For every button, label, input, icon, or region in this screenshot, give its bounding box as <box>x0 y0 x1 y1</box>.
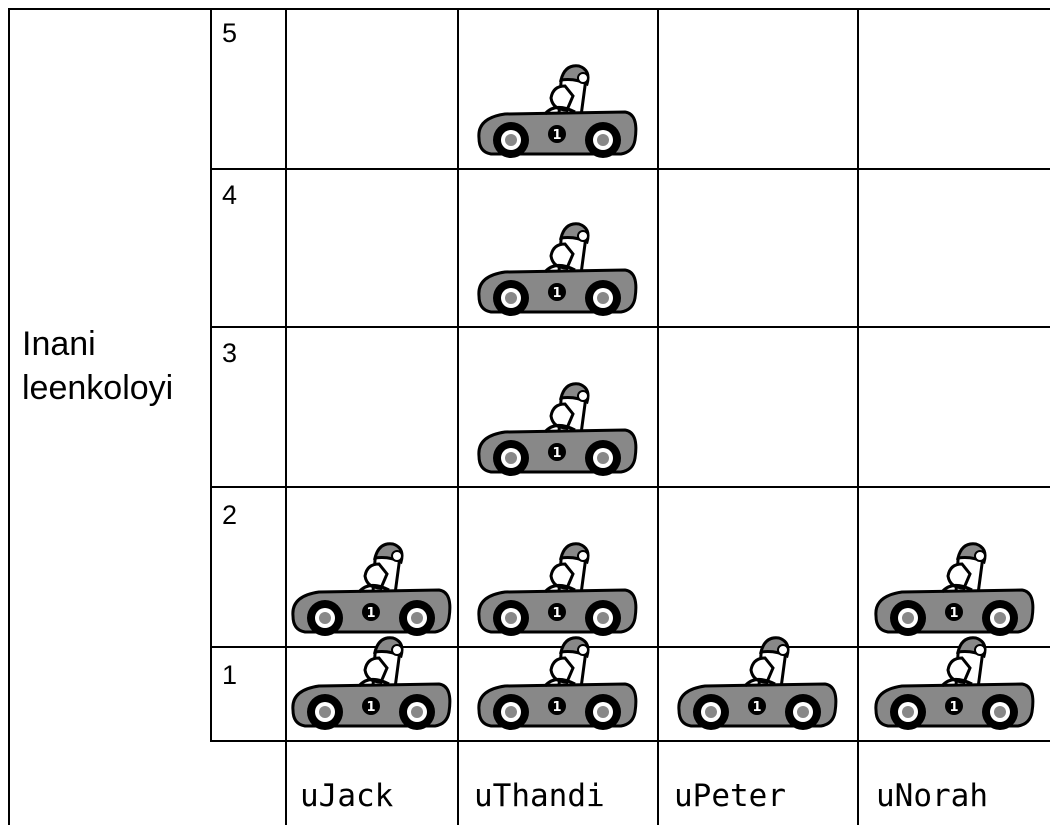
race-car-icon: 1 <box>291 542 452 636</box>
race-car-icon: 1 <box>291 636 452 730</box>
col-line-1 <box>285 8 287 825</box>
svg-text:1: 1 <box>949 700 958 715</box>
svg-text:1: 1 <box>949 606 958 621</box>
category-label-unorah: uNorah <box>876 778 988 814</box>
race-car-icon: 1 <box>477 222 638 316</box>
row-label-1: 1 <box>222 660 238 690</box>
frame-top-line <box>8 8 1050 10</box>
row-line-1 <box>210 168 1050 170</box>
category-label-uthandi: uThandi <box>474 778 605 814</box>
col-line-4 <box>857 8 859 825</box>
race-car-icon: 1 <box>477 64 638 158</box>
svg-text:1: 1 <box>752 700 761 715</box>
y-axis-label-line-1: Inani <box>22 325 96 363</box>
y-axis-label-line-2: leenkoloyi <box>22 369 174 407</box>
col-line-2 <box>457 8 459 825</box>
svg-text:1: 1 <box>552 700 561 715</box>
row-label-2: 2 <box>222 500 238 530</box>
svg-text:1: 1 <box>366 700 375 715</box>
svg-text:1: 1 <box>552 446 561 461</box>
svg-text:1: 1 <box>552 128 561 143</box>
race-car-icon: 1 <box>873 542 1034 636</box>
race-car-icon: 1 <box>873 636 1034 730</box>
race-car-icon: 1 <box>677 636 838 730</box>
svg-text:1: 1 <box>366 606 375 621</box>
race-car-icon: 1 <box>477 382 638 476</box>
svg-text:1: 1 <box>552 286 561 301</box>
category-label-upeter: uPeter <box>674 778 786 814</box>
row-line-4 <box>210 646 1050 648</box>
row-line-2 <box>210 326 1050 328</box>
category-label-ujack: uJack <box>300 778 394 814</box>
y-axis-label: Inani leenkoloyi <box>22 322 173 410</box>
row-line-3 <box>210 486 1050 488</box>
col-line-3 <box>657 8 659 825</box>
row-label-4: 4 <box>222 180 238 210</box>
svg-text:1: 1 <box>552 606 561 621</box>
grid-left-line <box>210 8 212 740</box>
row-label-3: 3 <box>222 338 238 368</box>
row-line-5 <box>210 740 1050 742</box>
frame-left-line <box>8 8 10 825</box>
race-car-icon: 1 <box>477 636 638 730</box>
race-car-icon: 1 <box>477 542 638 636</box>
row-label-5: 5 <box>222 18 238 48</box>
